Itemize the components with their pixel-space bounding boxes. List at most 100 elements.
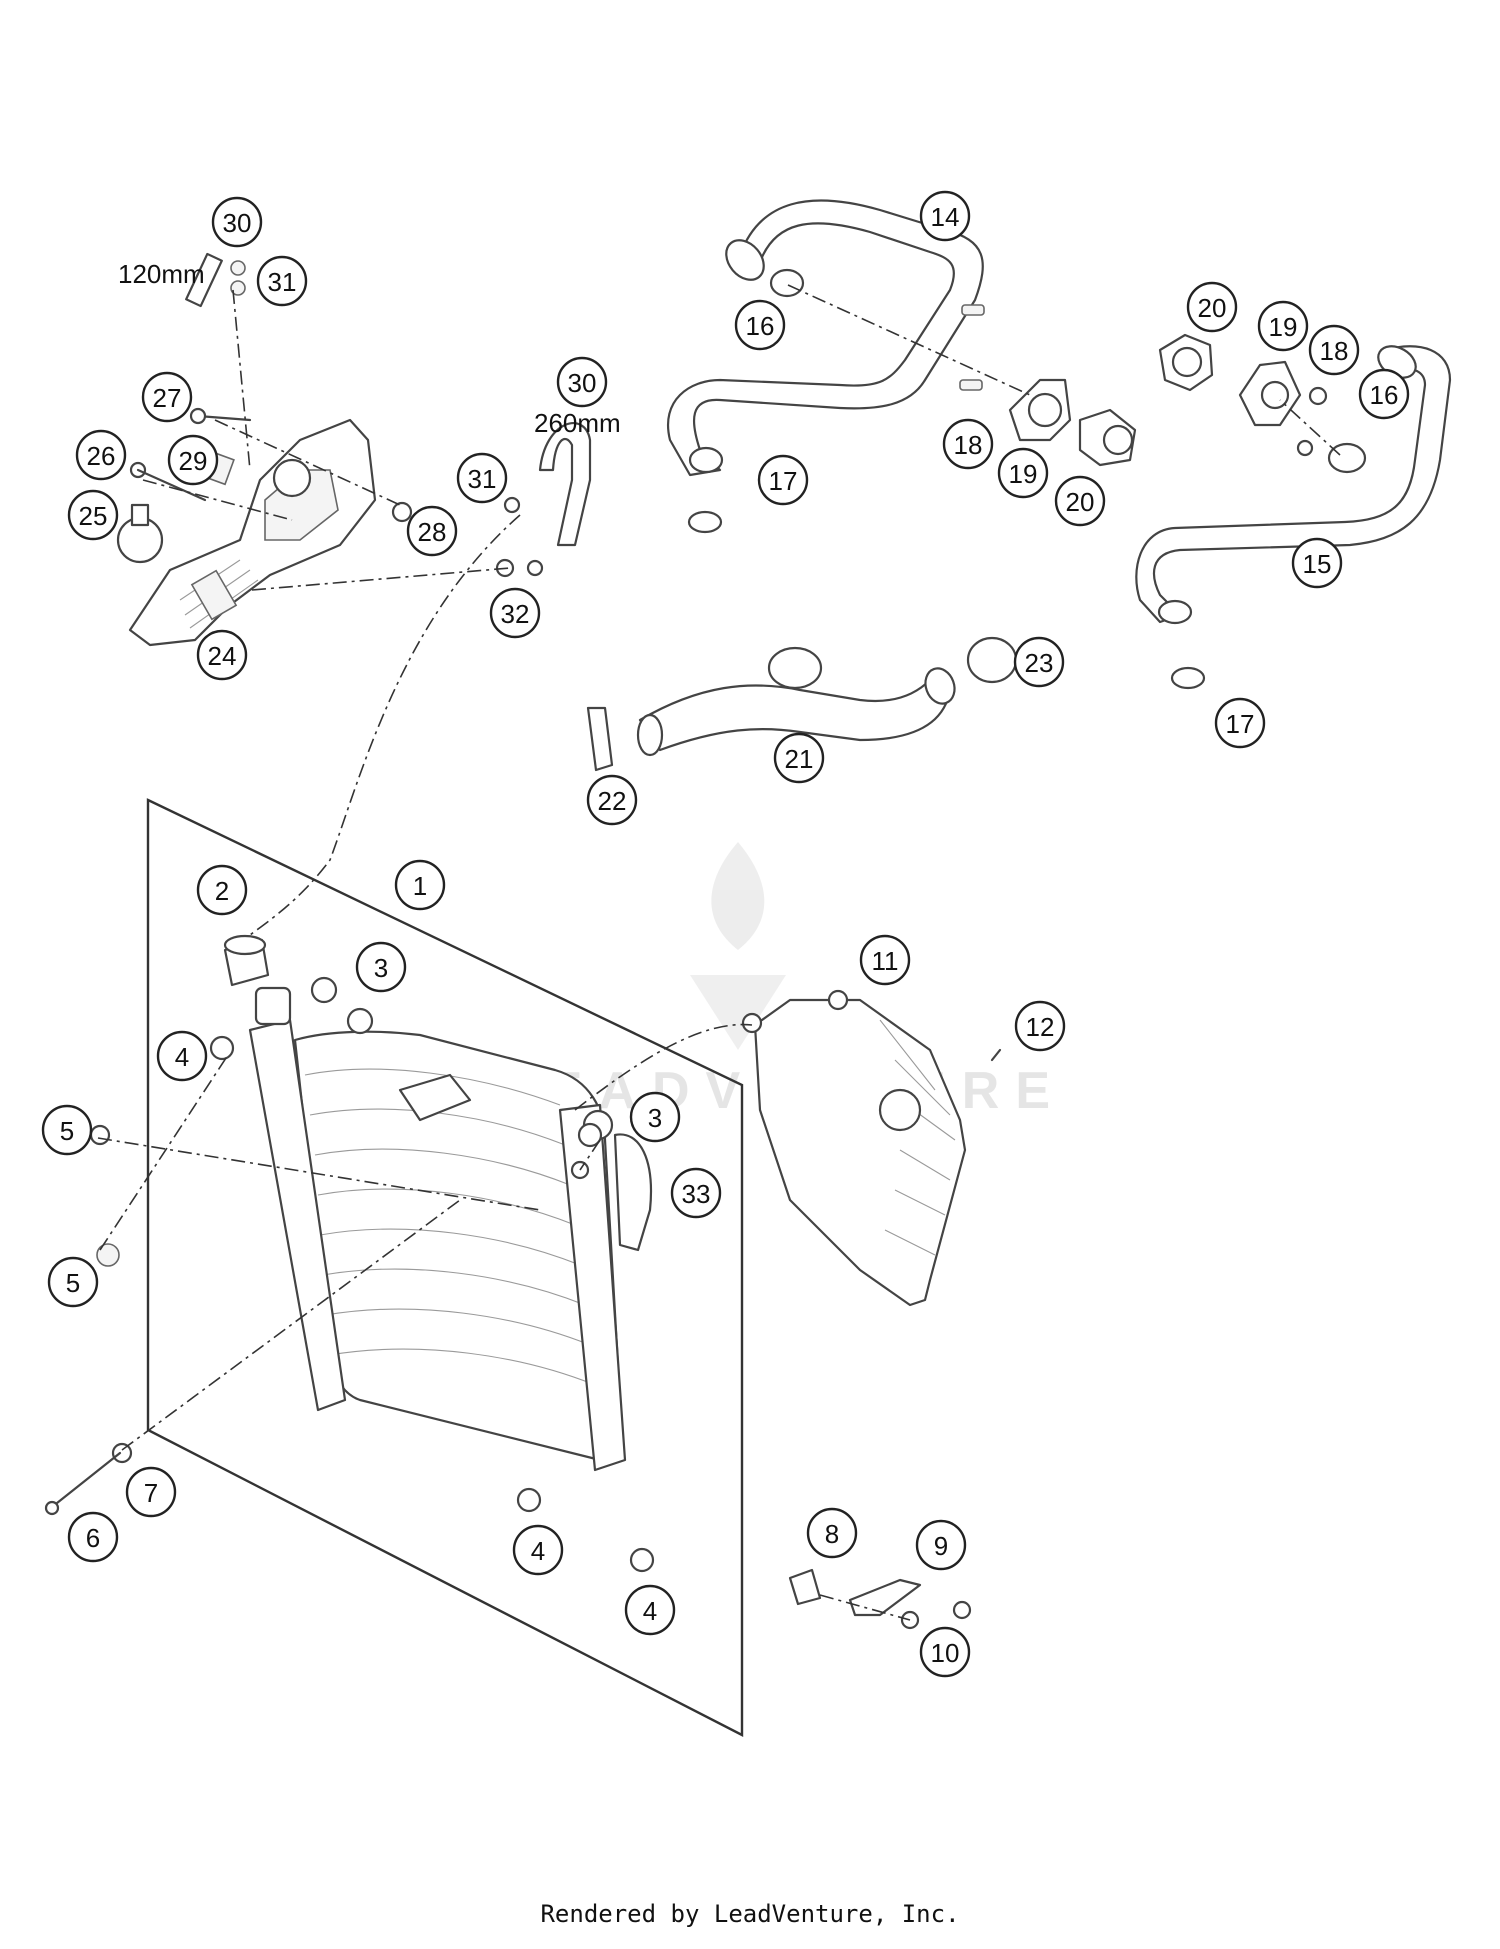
callout-circle	[629, 1091, 681, 1143]
callout-circle	[1291, 537, 1343, 589]
callout-c18a: 18	[942, 418, 994, 470]
callout-circle	[919, 1626, 971, 1678]
callout-c30a: 30	[211, 196, 263, 248]
callout-circle	[156, 1030, 208, 1082]
callout-c21: 21	[773, 732, 825, 784]
hose-260	[538, 422, 592, 547]
hose-length-label-120: 120mm	[118, 259, 205, 289]
callout-circle	[196, 864, 248, 916]
callout-number: 17	[1226, 709, 1255, 739]
callout-circle	[75, 429, 127, 481]
callout-circle	[1308, 324, 1360, 376]
callout-number: 20	[1066, 487, 1095, 517]
callout-c22: 22	[586, 774, 638, 826]
callout-number: 17	[769, 466, 798, 496]
callout-circle	[859, 934, 911, 986]
callout-circle	[355, 941, 407, 993]
callout-c5b: 5	[47, 1256, 99, 1308]
callout-c4a: 4	[156, 1030, 208, 1082]
callout-number: 8	[825, 1519, 839, 1549]
leader-lines	[97, 284, 1341, 1621]
callout-c32: 32	[489, 587, 541, 639]
radiator-cap	[223, 934, 270, 987]
callout-number: 5	[66, 1268, 80, 1298]
callout-c31b: 31	[456, 452, 508, 504]
callout-number: 3	[648, 1103, 662, 1133]
callout-number: 32	[501, 599, 530, 629]
fan-shroud	[741, 989, 1002, 1307]
callout-c25: 25	[67, 489, 119, 541]
callout-number: 31	[468, 464, 497, 494]
callout-c19b: 19	[1257, 300, 1309, 352]
callout-c3a: 3	[355, 941, 407, 993]
callout-circle	[919, 190, 971, 242]
callout-c14: 14	[919, 190, 971, 242]
thermostat-housing-right	[1158, 333, 1367, 474]
callout-circle	[456, 452, 508, 504]
radiator-grommets	[44, 976, 655, 1573]
callout-circle	[47, 1256, 99, 1308]
hose-length-label-260: 260mm	[534, 408, 621, 438]
hose-clamp-23	[966, 636, 1018, 684]
callout-circle	[624, 1584, 676, 1636]
mount-bracket	[788, 1568, 972, 1630]
callout-c18b: 18	[1308, 324, 1360, 376]
callout-number: 30	[568, 368, 597, 398]
callout-number: 27	[153, 383, 182, 413]
callout-c3b: 3	[629, 1091, 681, 1143]
callout-number: 9	[934, 1531, 948, 1561]
callout-circle	[512, 1524, 564, 1576]
v-logo-icon	[690, 975, 786, 1050]
callout-circle	[1186, 281, 1238, 333]
callout-number: 28	[418, 517, 447, 547]
callout-c28: 28	[406, 505, 458, 557]
callout-number: 10	[931, 1638, 960, 1668]
callout-number: 15	[1303, 549, 1332, 579]
callout-number: 26	[87, 441, 116, 471]
callout-number: 19	[1269, 312, 1298, 342]
callout-circle	[67, 1511, 119, 1563]
hose-clamp-lower-right	[1170, 666, 1206, 690]
tank-cap	[116, 503, 164, 564]
callout-number: 4	[643, 1596, 657, 1626]
callout-circle	[125, 1466, 177, 1518]
callout-number: 16	[746, 311, 775, 341]
callout-number: 1	[413, 871, 427, 901]
callout-c10: 10	[919, 1626, 971, 1678]
callout-c15: 15	[1291, 537, 1343, 589]
callout-circle	[556, 356, 608, 408]
callout-circle	[1257, 300, 1309, 352]
sleeve-22	[586, 706, 614, 772]
callout-circle	[406, 505, 458, 557]
callout-number: 31	[268, 267, 297, 297]
callout-circle	[734, 299, 786, 351]
callout-c5a: 5	[41, 1104, 93, 1156]
callout-circle	[1214, 697, 1266, 749]
callout-c27: 27	[141, 371, 193, 423]
callout-c17b: 17	[1214, 697, 1266, 749]
callout-circle	[196, 629, 248, 681]
callout-circle	[997, 447, 1049, 499]
flame-logo-icon	[711, 842, 765, 950]
callout-number: 23	[1025, 648, 1054, 678]
footer-credit: Rendered by LeadVenture, Inc.	[540, 1900, 960, 1928]
callout-c26: 26	[75, 429, 127, 481]
callout-c24: 24	[196, 629, 248, 681]
callout-number: 12	[1026, 1012, 1055, 1042]
callout-circle	[942, 418, 994, 470]
callout-number: 4	[531, 1536, 545, 1566]
callout-number: 19	[1009, 459, 1038, 489]
callout-number: 30	[223, 208, 252, 238]
callout-c7: 7	[125, 1466, 177, 1518]
callout-number: 25	[79, 501, 108, 531]
callout-circle	[773, 732, 825, 784]
callout-number: 6	[86, 1523, 100, 1553]
callout-circle	[141, 371, 193, 423]
callout-number: 18	[954, 430, 983, 460]
callout-c23: 23	[1013, 636, 1065, 688]
callout-number: 3	[374, 953, 388, 983]
callout-c4c: 4	[624, 1584, 676, 1636]
callout-c20a: 20	[1054, 475, 1106, 527]
